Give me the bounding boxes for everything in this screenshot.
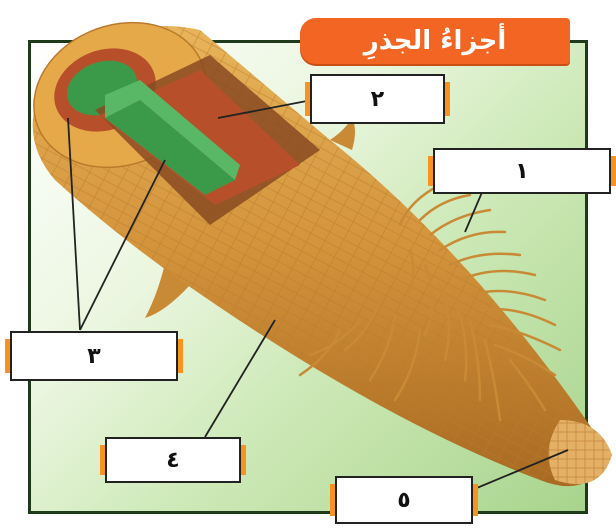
root-cap-cells xyxy=(549,420,612,484)
label-box-3[interactable]: ٣ xyxy=(10,331,178,381)
diagram-title: أجزاءُ الجذرِ xyxy=(300,18,570,64)
label-box-2[interactable]: ٢ xyxy=(310,74,445,124)
label-box-1[interactable]: ١ xyxy=(433,148,611,194)
pointer-4 xyxy=(205,320,275,437)
label-box-4[interactable]: ٤ xyxy=(105,437,241,483)
label-box-5[interactable]: ٥ xyxy=(335,476,473,524)
